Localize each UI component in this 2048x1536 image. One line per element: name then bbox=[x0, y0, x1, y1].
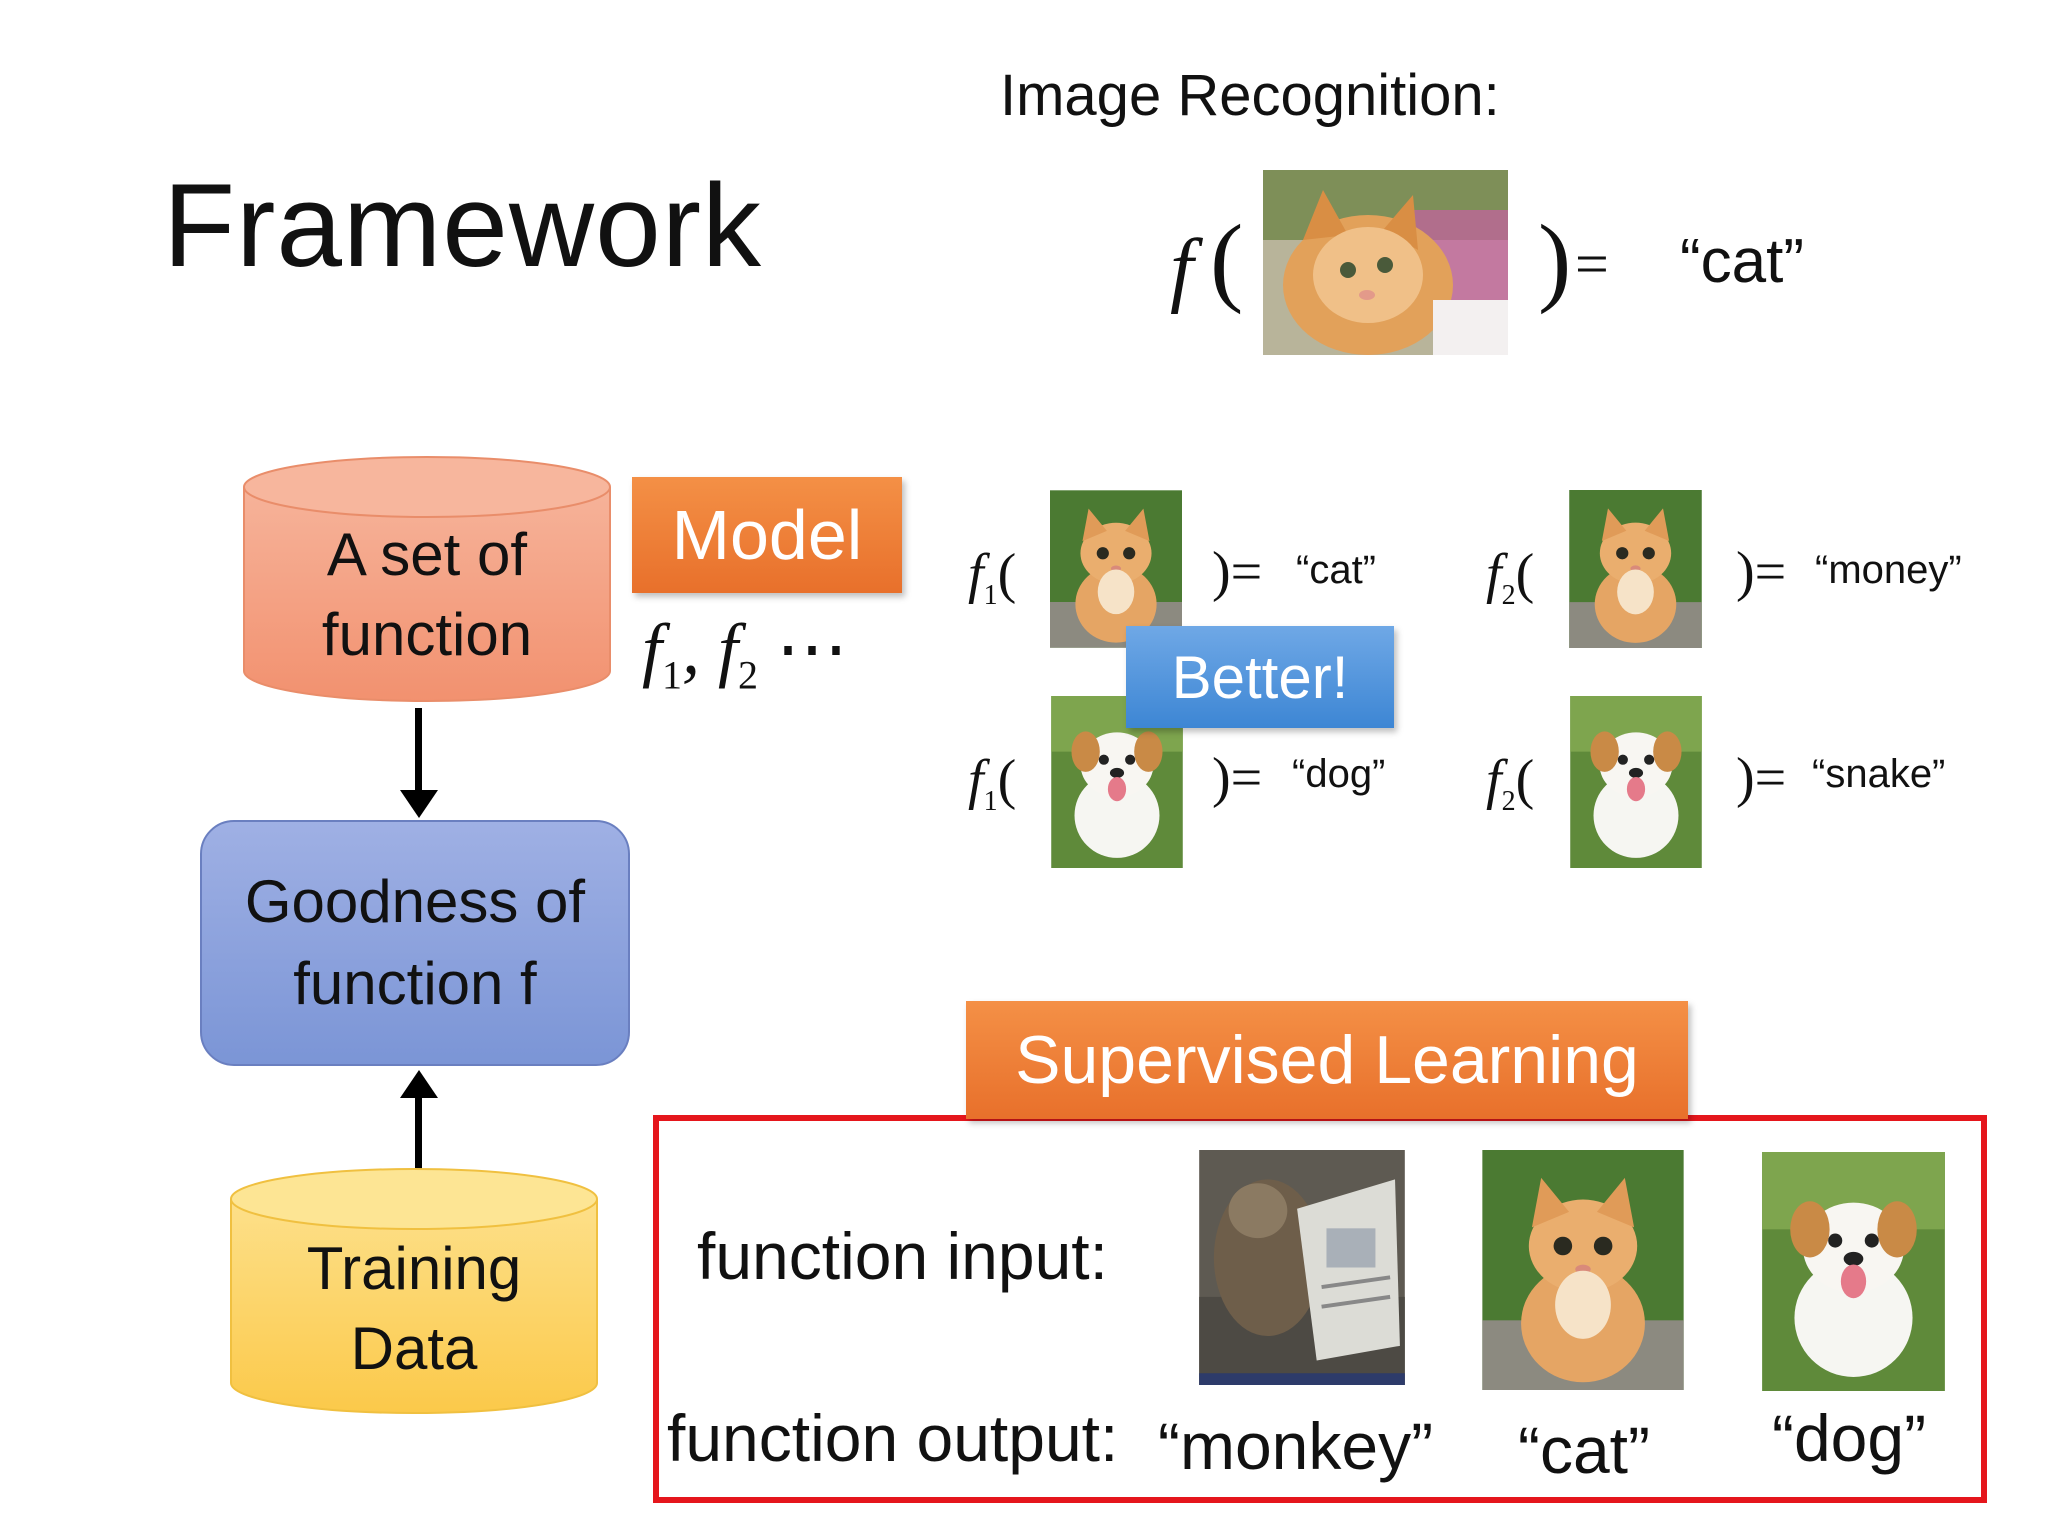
function-list: f1, f2 ⋯ bbox=[642, 606, 848, 698]
f2-cat-sub: 2 bbox=[1501, 580, 1516, 612]
f1-dog-output: “dog” bbox=[1292, 752, 1386, 796]
f2-cat-close-eq: )= bbox=[1736, 541, 1787, 603]
output-cat: “cat” bbox=[1518, 1413, 1650, 1487]
f2-dog-f: f bbox=[1486, 749, 1502, 811]
goodness-line2: function f bbox=[293, 950, 537, 1017]
page-title: Framework bbox=[163, 160, 763, 292]
arrow-down-line bbox=[415, 708, 422, 798]
cat-photo bbox=[1263, 170, 1508, 355]
f2-dog-output: “snake” bbox=[1812, 752, 1946, 796]
puppy-photo-f2 bbox=[1569, 696, 1703, 868]
function-output-label: function output: bbox=[667, 1401, 1119, 1475]
better-badge: Better! bbox=[1126, 626, 1394, 728]
f1-dog-close-eq: )= bbox=[1212, 747, 1263, 809]
image-recognition-heading: Image Recognition: bbox=[1000, 63, 1500, 128]
f1-cat-open: ( bbox=[997, 543, 1017, 605]
function-set-line1: A set of bbox=[326, 521, 528, 588]
output-dog: “dog” bbox=[1772, 1401, 1927, 1475]
f1-cat-symbol: f1( bbox=[968, 542, 1016, 612]
f1-dog-open: ( bbox=[997, 749, 1017, 811]
open-paren: ( bbox=[1210, 204, 1244, 315]
arrow-down-head bbox=[400, 790, 438, 818]
arrow-up-head bbox=[400, 1070, 438, 1098]
f2-dog-sub: 2 bbox=[1501, 786, 1516, 818]
training-data-cylinder: Training Data bbox=[229, 1167, 599, 1415]
output-monkey: “monkey” bbox=[1158, 1409, 1434, 1483]
f2-dog-open: ( bbox=[1515, 749, 1535, 811]
training-line1: Training bbox=[306, 1235, 522, 1302]
model-tag: Model bbox=[632, 477, 902, 593]
function-input-label: function input: bbox=[697, 1219, 1108, 1293]
f1-cat-close-eq: )= bbox=[1212, 541, 1263, 603]
arrow-up-line bbox=[415, 1095, 422, 1190]
f1-dog-f: f bbox=[968, 749, 984, 811]
supervised-learning-tag: Supervised Learning bbox=[966, 1001, 1688, 1119]
close-paren: ) bbox=[1538, 204, 1572, 315]
f2-symbol: f bbox=[718, 609, 739, 689]
f2-dog-symbol: f2( bbox=[1486, 748, 1534, 818]
kitten-photo-f1 bbox=[1050, 490, 1182, 648]
equals-sign: = bbox=[1575, 231, 1609, 297]
f1-subscript: 1 bbox=[662, 652, 683, 698]
recognition-output: “cat” bbox=[1680, 227, 1804, 296]
f2-cat-output: “money” bbox=[1815, 548, 1962, 592]
f1-cat-output: “cat” bbox=[1296, 548, 1376, 592]
ellipsis: ⋯ bbox=[758, 609, 849, 689]
f1-dog-symbol: f1( bbox=[968, 748, 1016, 818]
f1-cat-sub: 1 bbox=[983, 580, 998, 612]
function-set-cylinder: A set of function bbox=[242, 455, 612, 703]
f1-symbol: f bbox=[642, 609, 663, 689]
f2-cat-symbol: f2( bbox=[1486, 542, 1534, 612]
f1-dog-sub: 1 bbox=[983, 786, 998, 818]
goodness-of-function-box: Goodness of function f bbox=[200, 820, 630, 1066]
f2-cat-f: f bbox=[1486, 543, 1502, 605]
f2-cat-open: ( bbox=[1515, 543, 1535, 605]
kitten-photo-f2 bbox=[1569, 490, 1702, 648]
training-line2: Data bbox=[350, 1315, 478, 1382]
recognition-function-symbol: f bbox=[1170, 222, 1194, 315]
goodness-line1: Goodness of bbox=[244, 868, 586, 935]
puppy-photo-input bbox=[1761, 1152, 1946, 1391]
f2-subscript: 2 bbox=[738, 652, 759, 698]
f2-dog-close-eq: )= bbox=[1736, 747, 1787, 809]
function-set-line2: function bbox=[321, 601, 533, 668]
kitten-photo-input bbox=[1482, 1150, 1684, 1390]
monkey-photo bbox=[1197, 1150, 1407, 1385]
f1-cat-f: f bbox=[968, 543, 984, 605]
list-separator: , bbox=[682, 609, 719, 689]
